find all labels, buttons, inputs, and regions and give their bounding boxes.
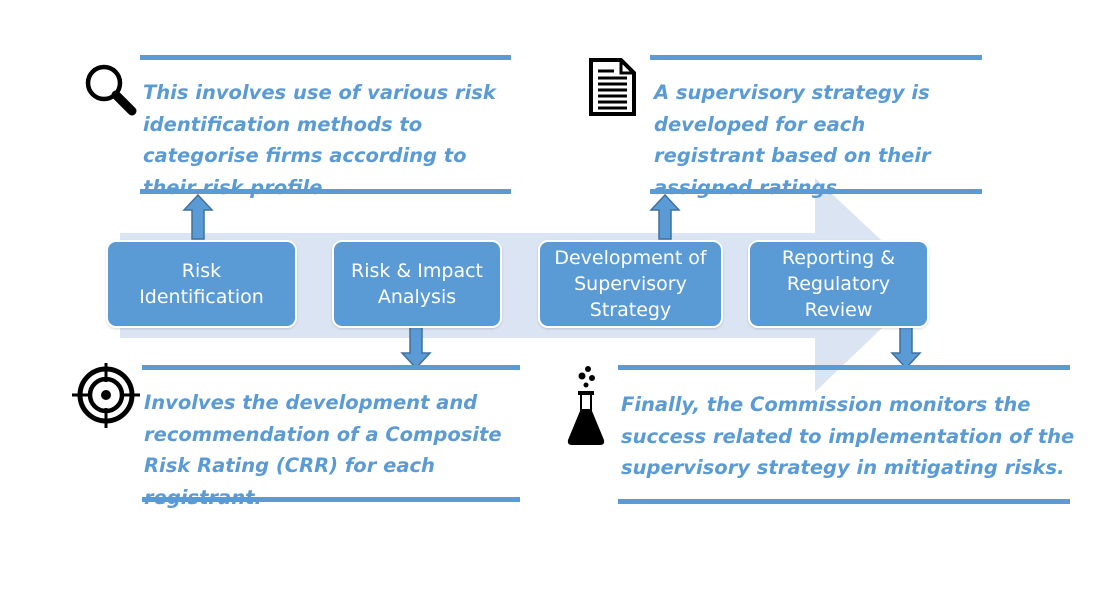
step-label: Risk & Impact Analysis <box>351 260 483 308</box>
step-supervisory-strategy: Development of Supervisory Strategy <box>538 240 723 328</box>
bottom-right-rule-bottom <box>618 499 1070 504</box>
top-right-rule-bottom <box>650 189 982 194</box>
down-arrow-review <box>890 325 922 370</box>
step-label: Development of Supervisory Strategy <box>554 247 707 321</box>
crosshair-target-icon <box>72 363 140 428</box>
bottom-right-rule-top <box>618 365 1070 370</box>
top-right-rule-top <box>650 55 982 60</box>
top-left-rule-bottom <box>140 189 511 194</box>
top-left-rule-top <box>140 55 511 60</box>
bottom-left-rule-top <box>142 365 520 370</box>
bottom-left-rule-bottom <box>142 497 520 502</box>
lab-flask-icon <box>567 366 605 445</box>
up-arrow-identification <box>182 193 214 240</box>
up-arrow-strategy <box>649 193 681 240</box>
step-label: Risk Identification <box>139 260 264 308</box>
document-icon <box>589 58 636 116</box>
down-arrow-analysis <box>400 325 432 370</box>
step-label: Reporting & Regulatory Review <box>781 247 896 321</box>
analysis-description: Involves the development and recommendat… <box>144 391 502 509</box>
step-risk-identification: Risk Identification <box>106 240 297 328</box>
review-description: Finally, the Commission monitors the suc… <box>621 393 1075 479</box>
magnifier-icon <box>85 64 137 116</box>
identification-description: This involves use of various risk identi… <box>143 81 496 199</box>
step-reporting-review: Reporting & Regulatory Review <box>748 240 929 328</box>
strategy-description: A supervisory strategy is developed for … <box>654 81 931 199</box>
step-risk-impact-analysis: Risk & Impact Analysis <box>332 240 502 328</box>
